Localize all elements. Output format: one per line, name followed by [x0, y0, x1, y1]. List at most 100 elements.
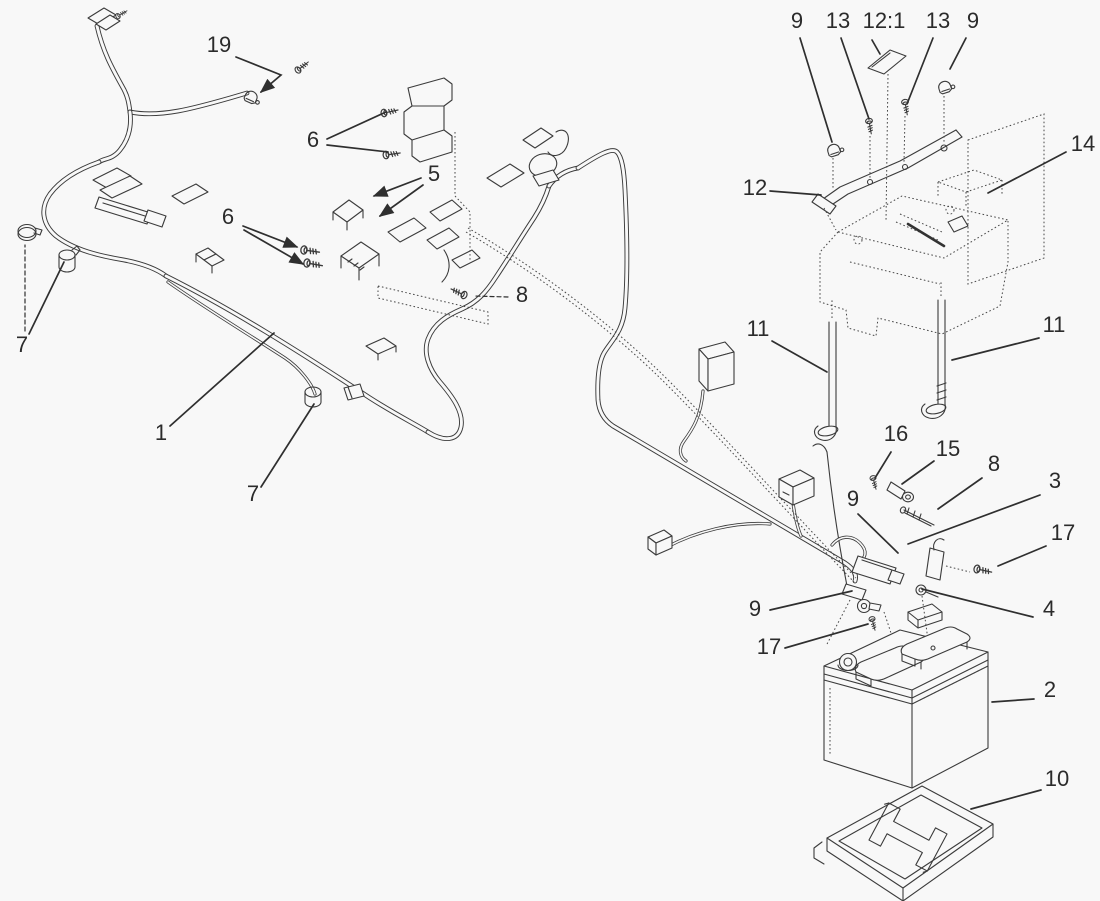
leader-line	[970, 789, 1042, 810]
leader-line	[243, 229, 305, 265]
callout-label-12-1-10: 12:1	[863, 8, 906, 33]
leader-line	[949, 37, 967, 70]
leader-line	[260, 403, 315, 488]
screw-icon	[864, 117, 876, 135]
decal-plate-icon	[867, 49, 907, 75]
wiring-harness-drawing	[17, 7, 578, 439]
cover-drawing	[819, 169, 1010, 337]
leader-line	[874, 451, 892, 479]
callout-label-17-21: 17	[1051, 520, 1075, 545]
callout-label-4-23: 4	[1043, 596, 1055, 621]
callout-label-12-14: 12	[743, 175, 767, 200]
leader-line	[242, 225, 299, 248]
callout-label-7-5: 7	[16, 332, 28, 357]
harness-clamp-icon	[343, 383, 365, 401]
cable-clamp-icon	[936, 78, 957, 96]
screw-icon	[293, 58, 311, 75]
leader-line	[901, 460, 935, 485]
battery-tray-drawing	[813, 785, 994, 901]
callout-label-15-18: 15	[936, 436, 960, 461]
carriage-bolt-icon	[886, 481, 915, 503]
screw-icon	[972, 563, 994, 577]
callout-label-10-27: 10	[1045, 766, 1069, 791]
callout-label-11-16: 11	[1043, 312, 1066, 337]
callout-label-13-9: 13	[826, 8, 850, 33]
connector-icon	[647, 529, 673, 556]
leader-line	[473, 295, 509, 298]
screw-icon	[900, 98, 912, 116]
long-bolt-icon	[899, 506, 935, 527]
callout-label-7-7: 7	[247, 481, 259, 506]
relay-switch-cluster	[332, 77, 569, 325]
callout-label-1-6: 1	[155, 420, 167, 445]
callout-label-8-19: 8	[988, 451, 1000, 476]
callout-label-6-1: 6	[307, 127, 319, 152]
callout-label-19-0: 19	[207, 32, 231, 57]
leader-line	[769, 590, 853, 611]
battery-holddown-assembly	[811, 49, 1045, 441]
leader-line	[857, 513, 899, 554]
screw-icon	[867, 615, 879, 632]
callout-label-9-8: 9	[791, 8, 803, 33]
leader-line	[169, 332, 275, 427]
callout-label-9-24: 9	[749, 596, 761, 621]
positive-cable-end	[925, 538, 971, 581]
callout-label-17-25: 17	[757, 634, 781, 659]
callout-label-13-11: 13	[926, 8, 950, 33]
clip-icon	[58, 245, 81, 273]
harness-left-connectors	[92, 167, 225, 274]
callout-label-9-22: 9	[847, 486, 859, 511]
callout-label-9-12: 9	[967, 8, 979, 33]
bolt-icon	[382, 148, 402, 160]
fuse-block-icon	[778, 469, 815, 506]
harness-connector-icon	[365, 337, 397, 361]
terminal-hardware-cluster	[812, 443, 994, 649]
battery-cable-lug	[851, 555, 897, 585]
leader-line	[771, 340, 828, 373]
j-bolt-icon	[813, 300, 839, 441]
tray-emboss	[868, 802, 948, 873]
bolt-icon	[868, 474, 880, 491]
leader-line	[871, 39, 881, 55]
leader-line	[28, 261, 65, 335]
relay-box-icon	[698, 341, 735, 392]
callout-label-8-4: 8	[516, 282, 528, 307]
leader-line	[951, 337, 1040, 361]
harness-top-connectors	[87, 7, 129, 31]
callout-label-16-17: 16	[884, 421, 908, 446]
leader-line	[799, 37, 833, 143]
leader-line	[997, 545, 1047, 567]
callout-label-2-26: 2	[1044, 677, 1056, 702]
bolt-icon	[379, 105, 400, 118]
callout-label-5-2: 5	[428, 161, 440, 186]
j-bolt-icon	[920, 280, 947, 419]
leader-line	[907, 494, 1041, 545]
callout-label-3-20: 3	[1049, 468, 1061, 493]
screw-icon	[448, 284, 469, 301]
battery-drawing	[823, 626, 989, 789]
leader-line	[937, 477, 983, 510]
leader-line	[326, 111, 387, 140]
bracket-icon	[403, 77, 453, 163]
leader-line	[840, 37, 870, 120]
callout-label-11-15: 11	[747, 316, 770, 341]
leader-line	[906, 37, 934, 105]
leader-line	[991, 698, 1035, 703]
leader-line	[326, 144, 389, 153]
washer-icon	[856, 598, 882, 614]
leader-line	[987, 151, 1067, 194]
grommet-icon	[17, 223, 43, 242]
cable-clamp-icon	[825, 141, 846, 159]
key-switch-icon	[528, 153, 560, 187]
leader-line	[784, 623, 869, 649]
battery-post-icon	[837, 652, 859, 672]
callout-label-6-3: 6	[222, 204, 234, 229]
strap-drawing	[811, 129, 963, 215]
screw-icon	[302, 257, 324, 271]
terminal-cover-icon	[907, 603, 943, 621]
leader-line	[378, 184, 424, 217]
callout-label-14-13: 14	[1071, 131, 1095, 156]
